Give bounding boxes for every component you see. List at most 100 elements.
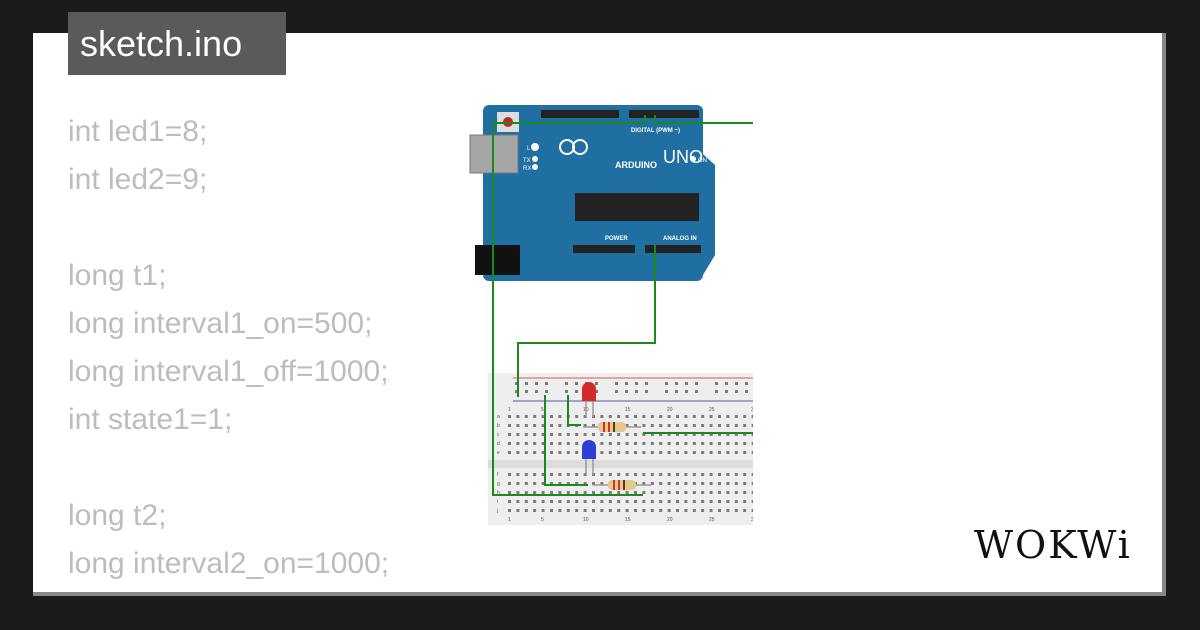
breadboard-hole: [726, 424, 730, 427]
breadboard-hole: [608, 500, 612, 503]
code-line: long interval2_off=500;: [68, 588, 448, 592]
breadboard-hole: [676, 482, 679, 485]
breadboard-hole: [718, 451, 721, 454]
breadboard-hole: [685, 390, 688, 393]
breadboard-hole: [558, 491, 562, 494]
breadboard-hole: [701, 482, 705, 485]
breadboard-hole: [692, 442, 696, 445]
breadboard-hole: [676, 491, 679, 494]
breadboard-hole: [684, 451, 688, 454]
blue-led-dome: [582, 440, 596, 459]
column-number-bottom: 20: [667, 517, 673, 523]
breadboard-hole: [650, 500, 654, 503]
breadboard-hole: [545, 390, 548, 393]
breadboard-hole: [516, 442, 520, 445]
breadboard-hole: [743, 451, 747, 454]
breadboard-hole: [550, 433, 553, 436]
breadboard-hole: [558, 415, 562, 418]
breadboard-hole: [734, 473, 738, 476]
breadboard-hole: [692, 491, 696, 494]
breadboard-hole: [608, 415, 612, 418]
breadboard-hole: [635, 382, 638, 385]
breadboard-hole: [550, 482, 553, 485]
breadboard-hole: [650, 491, 654, 494]
breadboard-hole: [734, 491, 738, 494]
breadboard-hole: [615, 382, 618, 385]
breadboard-hole: [583, 473, 587, 476]
breadboard-hole: [533, 451, 537, 454]
code-line: long t2;: [68, 499, 167, 532]
breadboard-holes: 115510101515202025253030abcdefghij: [496, 382, 753, 523]
breadboard-hole: [558, 442, 562, 445]
breadboard-hole: [617, 433, 621, 436]
arduino-board[interactable]: UNO ARDUINO DIGITAL (PWM ~) POWER ANALOG…: [469, 105, 715, 281]
breadboard-hole: [541, 415, 545, 418]
breadboard[interactable]: 115510101515202025253030abcdefghij: [488, 373, 753, 525]
breadboard-hole: [676, 415, 679, 418]
breadboard-hole: [676, 442, 679, 445]
breadboard-hole: [718, 442, 721, 445]
resistor-2[interactable]: [593, 480, 651, 490]
column-number-top: 1: [508, 407, 511, 413]
l-label: L: [527, 146, 531, 152]
blue-led[interactable]: [582, 440, 596, 475]
row-letter: b: [497, 423, 500, 429]
breadboard-hole: [600, 451, 604, 454]
breadboard-hole: [665, 382, 668, 385]
breadboard-hole: [659, 451, 663, 454]
power-jack: [475, 245, 520, 275]
breadboard-hole: [625, 415, 629, 418]
breadboard-hole: [634, 424, 637, 427]
breadboard-hole: [692, 451, 696, 454]
breadboard-hole: [583, 482, 587, 485]
breadboard-hole: [550, 451, 553, 454]
breadboard-hole: [595, 382, 598, 385]
breadboard-hole: [718, 500, 721, 503]
breadboard-hole: [508, 433, 511, 436]
breadboard-hole: [533, 433, 537, 436]
header-power: [573, 245, 635, 253]
breadboard-hole: [709, 424, 713, 427]
breadboard-hole: [508, 415, 511, 418]
breadboard-hole: [524, 482, 528, 485]
row-letter: d: [497, 441, 500, 447]
breadboard-hole: [650, 424, 654, 427]
red-led[interactable]: [582, 382, 596, 417]
code-editor[interactable]: int led1=8;int led2=9;long t1;long inter…: [68, 108, 448, 592]
atmega-chip: [575, 193, 699, 221]
breadboard-body: [488, 373, 753, 525]
breadboard-hole: [743, 442, 747, 445]
digital-header-label: DIGITAL (PWM ~): [631, 128, 680, 134]
breadboard-hole: [516, 491, 520, 494]
column-number-top: 25: [709, 407, 715, 413]
column-number-top: 20: [667, 407, 673, 413]
breadboard-hole: [743, 500, 747, 503]
breadboard-hole: [600, 491, 604, 494]
breadboard-hole: [575, 390, 578, 393]
breadboard-hole: [566, 473, 570, 476]
breadboard-hole: [541, 509, 545, 512]
breadboard-hole: [667, 415, 671, 418]
wire-ground-led1: [567, 395, 581, 426]
breadboard-hole: [684, 509, 688, 512]
breadboard-hole: [684, 482, 688, 485]
breadboard-hole: [734, 509, 738, 512]
resistor-1[interactable]: [583, 422, 641, 432]
breadboard-hole: [718, 473, 721, 476]
code-line: long interval1_off=1000;: [68, 355, 389, 388]
breadboard-hole: [516, 500, 520, 503]
breadboard-hole: [625, 433, 629, 436]
code-line: long interval2_on=1000;: [68, 547, 390, 580]
column-number-bottom: 15: [625, 517, 631, 523]
breadboard-hole: [634, 491, 637, 494]
row-letter: i: [497, 499, 498, 505]
breadboard-hole: [516, 482, 520, 485]
breadboard-hole: [685, 382, 688, 385]
breadboard-hole: [734, 424, 738, 427]
code-line: long interval1_on=500;: [68, 307, 373, 340]
breadboard-hole: [533, 473, 537, 476]
resistor-1-band: [613, 422, 615, 432]
breadboard-hole: [642, 442, 646, 445]
red-led-dome: [582, 382, 596, 401]
file-tab[interactable]: sketch.ino: [68, 12, 286, 75]
